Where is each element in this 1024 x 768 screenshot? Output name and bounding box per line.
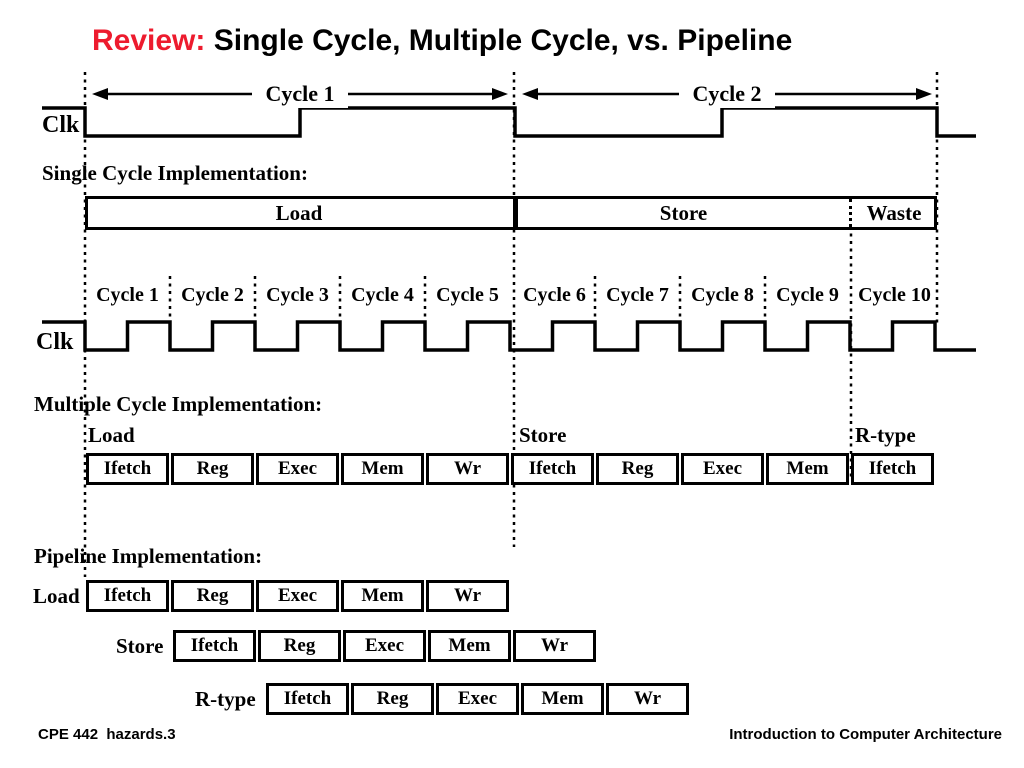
pipeline-row-label-rtype: R-type [195, 687, 256, 711]
title-rest: Single Cycle, Multiple Cycle, vs. Pipeli… [213, 24, 793, 57]
stage-box: Wr [606, 683, 689, 715]
stage-box: Wr [426, 453, 509, 485]
stage-box: Exec [436, 683, 519, 715]
stage-box: Reg [171, 453, 254, 485]
single-cycle-heading: Single Cycle Implementation: [42, 161, 308, 185]
cycle-label: Cycle 6 [523, 284, 586, 306]
single-cycle-box [85, 196, 937, 230]
stage-box: Exec [256, 580, 339, 612]
cycle-label: Cycle 10 [858, 284, 931, 306]
instr-label-rtype: R-type [855, 423, 916, 447]
cycle-label: Cycle 3 [266, 284, 329, 306]
stage-box: Mem [766, 453, 849, 485]
stage-box: Ifetch [266, 683, 349, 715]
footer-course-label: CPE 442 hazards.3 [38, 726, 176, 743]
arrowhead-left-icon [522, 88, 538, 100]
arrowhead-right-icon [492, 88, 508, 100]
stage-box: Reg [351, 683, 434, 715]
instr-label-store: Store [519, 423, 567, 447]
multiple-cycle-heading: Multiple Cycle Implementation: [34, 392, 323, 416]
cycle-label: Cycle 1 [96, 284, 159, 306]
title-highlight: Review: [92, 24, 206, 57]
segment-waste: Waste [866, 201, 922, 225]
stage-box: Mem [341, 580, 424, 612]
cycle-label: Cycle 5 [436, 284, 499, 306]
clk-label-multi: Clk [36, 329, 74, 355]
stage-box: Mem [341, 453, 424, 485]
segment-store: Store [659, 201, 708, 225]
cycle1-span-label: Cycle 1 [252, 80, 348, 108]
stage-box: Exec [256, 453, 339, 485]
pipeline-row-label-store: Store [116, 634, 164, 658]
stage-box: Wr [513, 630, 596, 662]
instr-label-load: Load [88, 423, 135, 447]
stage-box: Ifetch [511, 453, 594, 485]
stage-box: Wr [426, 580, 509, 612]
stage-box: Ifetch [851, 453, 934, 485]
stage-box: Ifetch [173, 630, 256, 662]
stage-box: Exec [681, 453, 764, 485]
pipeline-heading: Pipeline Implementation: [34, 544, 263, 568]
stage-box: Exec [343, 630, 426, 662]
clk-label-top: Clk [42, 112, 80, 138]
stage-box: Reg [596, 453, 679, 485]
stage-box: Ifetch [86, 453, 169, 485]
stage-box: Ifetch [86, 580, 169, 612]
stage-box: Reg [171, 580, 254, 612]
cycle-label: Cycle 2 [181, 284, 244, 306]
arrowhead-right-icon [916, 88, 932, 100]
clk-waveform-top [42, 106, 976, 138]
cycle-label: Cycle 4 [351, 284, 414, 306]
stage-box: Mem [428, 630, 511, 662]
clk-waveform-multi [42, 320, 976, 352]
footer-course-title: Introduction to Computer Architecture [729, 726, 1002, 743]
cycle2-span-label: Cycle 2 [679, 80, 775, 108]
stage-box: Reg [258, 630, 341, 662]
page-title: Review: Single Cycle, Multiple Cycle, vs… [92, 24, 792, 58]
arrowhead-left-icon [92, 88, 108, 100]
cycle-label: Cycle 9 [776, 284, 839, 306]
single-cycle-dotted-divider [849, 199, 852, 227]
single-cycle-divider [513, 196, 518, 230]
stage-box: Mem [521, 683, 604, 715]
cycle-label: Cycle 7 [606, 284, 669, 306]
pipeline-row-label-load: Load [33, 584, 80, 608]
segment-load: Load [275, 201, 323, 225]
cycle-label: Cycle 8 [691, 284, 754, 306]
